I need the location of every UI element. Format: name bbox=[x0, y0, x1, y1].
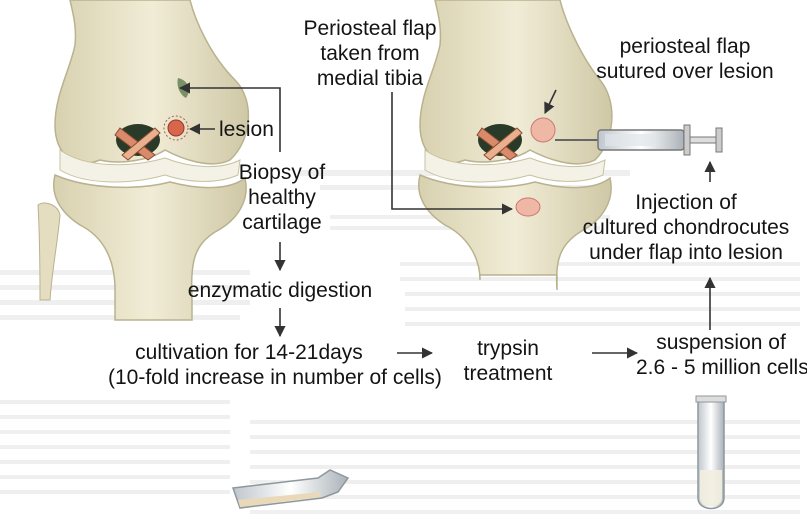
test-tube-icon bbox=[696, 396, 726, 509]
periosteal-taken-line-3: medial tibia bbox=[284, 66, 456, 91]
periosteal-flap-sutured-label: periosteal flap sutured over lesion bbox=[580, 34, 790, 84]
biopsy-line-3: cartilage bbox=[208, 210, 356, 235]
suspension-line-2: 2.6 - 5 million cells bbox=[636, 355, 806, 380]
sutured-flap bbox=[531, 118, 555, 142]
lesion-label-text: lesion bbox=[219, 118, 274, 141]
periosteal-sutured-line-2: sutured over lesion bbox=[580, 59, 790, 84]
biopsy-label: Biopsy of healthy cartilage bbox=[208, 160, 356, 235]
injection-line-1: Injection of bbox=[567, 190, 805, 215]
periosteal-sutured-line-1: periosteal flap bbox=[580, 34, 790, 59]
periosteal-taken-line-1: Periosteal flap bbox=[284, 16, 456, 41]
lesion-label: lesion bbox=[219, 117, 274, 142]
periosteal-flap-taken-label: Periosteal flap taken from medial tibia bbox=[284, 16, 456, 91]
trypsin-line-1: trypsin bbox=[448, 336, 568, 361]
tibia-harvest-site bbox=[516, 198, 540, 216]
cultivation-line-1: cultivation for 14-21days bbox=[108, 340, 404, 365]
injection-line-2: cultured chondrocutes bbox=[567, 215, 805, 240]
culture-flask-icon bbox=[233, 470, 348, 508]
trypsin-treatment-label: trypsin treatment bbox=[448, 336, 568, 386]
right-cruciate-ligaments bbox=[477, 124, 522, 160]
enzymatic-digestion-label: enzymatic digestion bbox=[166, 278, 394, 303]
biopsy-line-2: healthy bbox=[208, 185, 356, 210]
periosteal-taken-line-2: taken from bbox=[284, 41, 456, 66]
suspension-line-1: suspension of bbox=[636, 330, 806, 355]
enzymatic-digestion-text: enzymatic digestion bbox=[188, 279, 372, 302]
trypsin-line-2: treatment bbox=[448, 361, 568, 386]
left-cruciate-ligaments bbox=[115, 124, 160, 160]
biopsy-line-1: Biopsy of bbox=[208, 160, 356, 185]
cell-suspension-label: suspension of 2.6 - 5 million cells bbox=[636, 330, 806, 380]
cultivation-label: cultivation for 14-21days (10-fold incre… bbox=[108, 340, 404, 390]
injection-line-3: under flap into lesion bbox=[567, 240, 805, 265]
cultivation-line-2: (10-fold increase in number of cells) bbox=[108, 365, 404, 390]
injection-label: Injection of cultured chondrocutes under… bbox=[567, 190, 805, 265]
